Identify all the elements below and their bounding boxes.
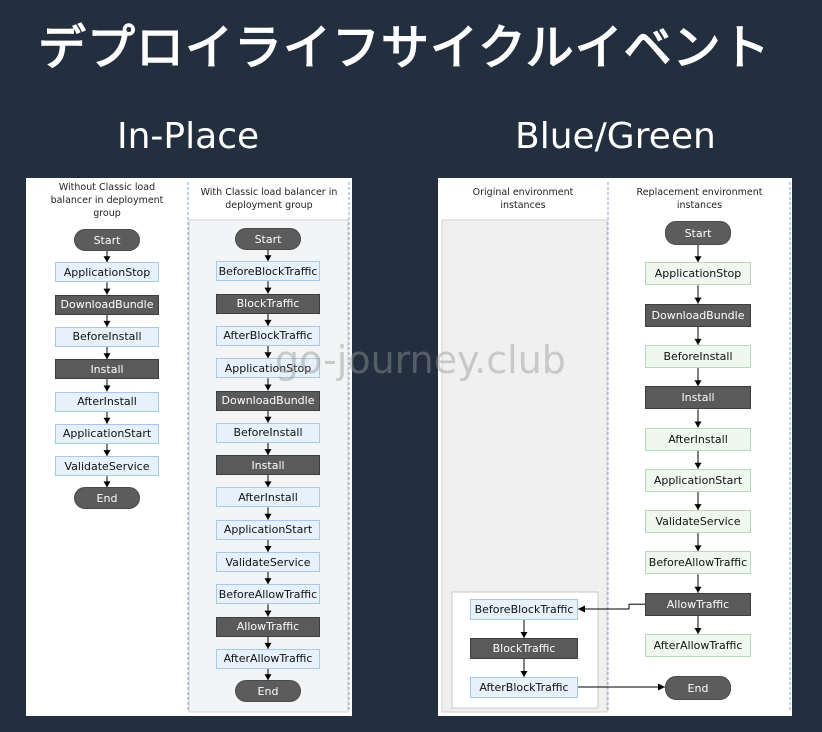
header-line: instances [500, 200, 546, 211]
after-block-to-end-head [658, 683, 665, 691]
header-line: balancer in deployment [50, 195, 164, 206]
step-after-install: AfterInstall [55, 391, 159, 412]
arrow-head [694, 256, 702, 263]
step-application-start: ApplicationStart [645, 468, 751, 492]
step-block-traffic: BlockTraffic [470, 638, 578, 659]
after-allow-to-before-block-head [578, 605, 585, 613]
step-download-bundle: DownloadBundle [645, 303, 751, 327]
arrow-head [694, 338, 702, 345]
step-download-bundle: DownloadBundle [55, 294, 159, 315]
arrow-head [520, 632, 528, 638]
arrow-head [264, 674, 272, 681]
arrow-head [264, 610, 272, 617]
arrow-head [103, 353, 111, 360]
with-lb-column: With Classic load balancer in deployment… [189, 178, 349, 716]
step-before-allow-traffic: BeforeAllowTraffic [216, 584, 320, 605]
end-terminal: End [665, 676, 731, 700]
arrow-head [694, 462, 702, 469]
step-allow-traffic: AllowTraffic [216, 616, 320, 637]
step-application-stop: ApplicationStop [216, 358, 320, 379]
arrow-head [264, 352, 272, 359]
arrow-head [103, 385, 111, 392]
step-application-stop: ApplicationStop [55, 262, 159, 283]
step-after-install: AfterInstall [216, 487, 320, 508]
step-after-install: AfterInstall [645, 427, 751, 451]
step-after-block-traffic: AfterBlockTraffic [216, 325, 320, 346]
step-before-install: BeforeInstall [55, 326, 159, 347]
header-line: deployment group [225, 200, 313, 211]
header-line: instances [676, 200, 723, 211]
header-line: group [93, 208, 121, 219]
arrow-head [694, 628, 702, 634]
without-lb-header: Without Classic load balancer in deploym… [26, 181, 188, 220]
replacement-env-header: Replacement environment instances [609, 186, 790, 212]
end-terminal: End [74, 487, 140, 510]
arrow-head [264, 287, 272, 294]
blue-green-heading: Blue/Green [515, 116, 716, 157]
step-validate-service: ValidateService [55, 456, 159, 477]
arrow-head [103, 481, 111, 488]
original-env-header: Original environment instances [438, 186, 608, 212]
start-terminal: Start [74, 229, 140, 251]
arrow-head [264, 578, 272, 585]
header-line: Replacement environment [636, 187, 763, 198]
arrow-head [264, 416, 272, 423]
arrow-head [264, 546, 272, 552]
step-after-allow-traffic: AfterAllowTraffic [216, 648, 320, 669]
start-terminal: Start [235, 228, 301, 250]
arrow-head [694, 586, 702, 593]
arrow-head [264, 319, 272, 326]
arrow-head [103, 288, 111, 295]
header-line: Original environment [472, 187, 574, 198]
start-terminal: Start [665, 221, 731, 245]
step-block-traffic: BlockTraffic [216, 293, 320, 314]
arrow-head [103, 417, 111, 424]
in-place-heading: In-Place [117, 116, 260, 157]
page-title: デプロイライフサイクルイベント [38, 20, 771, 76]
step-before-block-traffic: BeforeBlockTraffic [216, 261, 320, 282]
arrow-head [694, 297, 702, 304]
arrow-head [264, 255, 272, 262]
step-validate-service: ValidateService [216, 552, 320, 572]
blue-green-diagram: Original environment instances BeforeBlo… [438, 178, 792, 716]
without-lb-column: Without Classic load balancer in deploym… [26, 178, 188, 716]
step-application-start: ApplicationStart [55, 423, 159, 444]
step-before-block-traffic: BeforeBlockTraffic [470, 599, 578, 620]
in-place-diagram: Without Classic load balancer in deploym… [26, 178, 352, 716]
arrow-head [694, 545, 702, 552]
arrow-head [264, 513, 272, 520]
step-application-stop: ApplicationStop [645, 262, 751, 286]
step-install: Install [216, 455, 320, 476]
original-env-column: Original environment instances BeforeBlo… [438, 178, 608, 716]
arrow-head [694, 421, 702, 428]
step-after-allow-traffic: AfterAllowTraffic [645, 634, 751, 657]
arrow-head [264, 642, 272, 649]
step-application-start: ApplicationStart [216, 519, 320, 540]
header-line: With Classic load balancer in [200, 187, 338, 198]
arrow-head [103, 450, 111, 457]
arrow-head [264, 449, 272, 456]
arrow-head [264, 481, 272, 488]
step-before-allow-traffic: BeforeAllowTraffic [645, 551, 751, 575]
step-install: Install [55, 359, 159, 380]
step-download-bundle: DownloadBundle [216, 390, 320, 411]
step-validate-service: ValidateService [645, 510, 751, 534]
step-before-install: BeforeInstall [645, 344, 751, 368]
step-before-install: BeforeInstall [216, 422, 320, 443]
arrow-head [694, 504, 702, 511]
step-allow-traffic: AllowTraffic [645, 592, 751, 616]
header-line: Without Classic load [58, 182, 156, 193]
end-terminal: End [235, 680, 301, 703]
step-install: Install [645, 386, 751, 410]
arrow-head [103, 320, 111, 327]
with-lb-header: With Classic load balancer in deployment… [189, 186, 349, 212]
step-after-block-traffic: AfterBlockTraffic [470, 677, 578, 698]
arrow-head [264, 384, 272, 391]
arrow-head [520, 671, 528, 677]
arrow-head [103, 256, 111, 263]
arrow-head [694, 380, 702, 387]
